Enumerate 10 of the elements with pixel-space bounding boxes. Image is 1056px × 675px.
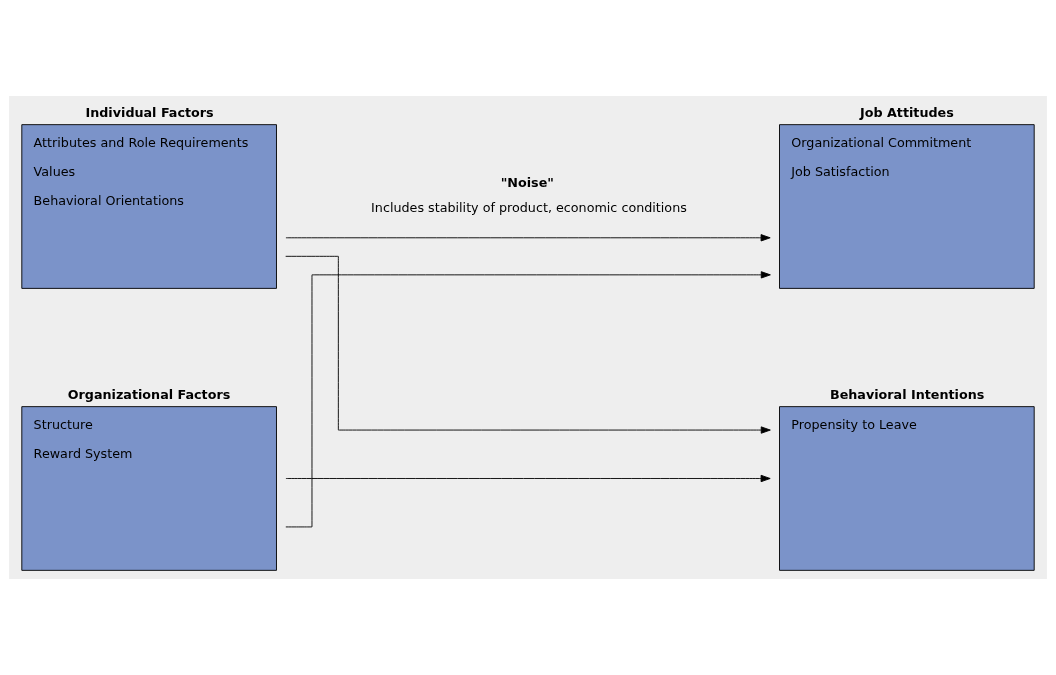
arrow (285, 255, 771, 434)
arrow (285, 474, 771, 483)
label: "Noise" (500, 174, 554, 190)
arrow (285, 234, 771, 242)
node-label: Job Attitudes (860, 104, 954, 120)
node-label: Behavioral Intentions (829, 386, 985, 402)
arrow (285, 271, 771, 528)
label: Includes stability of product, economic conditions (371, 200, 687, 216)
node-label: Individual Factors (85, 104, 214, 120)
node-label: Organizational Factors (67, 386, 231, 402)
